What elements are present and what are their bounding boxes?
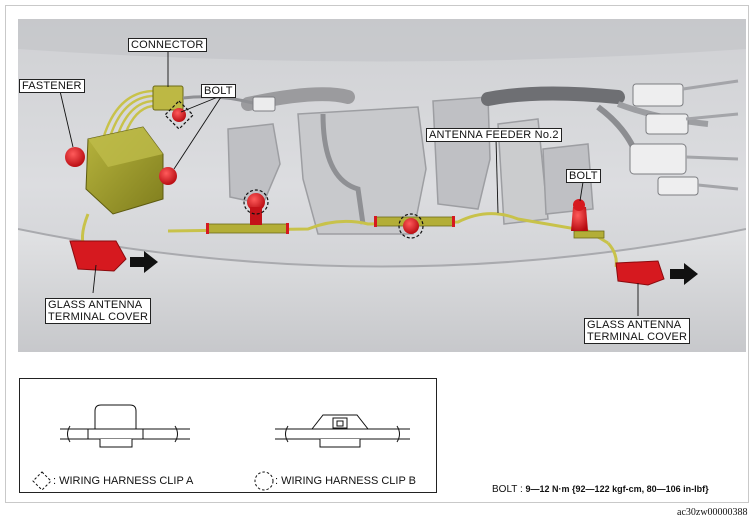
legend-box: : WIRING HARNESS CLIP A : WIRING HARNESS… — [19, 378, 437, 493]
torque-spec-prefix: BOLT : — [492, 484, 526, 495]
clip-a-symbol-icon — [32, 471, 52, 491]
panel-recess — [227, 96, 594, 235]
torque-spec-value: 9—12 N·m {92—122 kgf-cm, 80—106 in-lbf} — [525, 484, 709, 494]
label-glass-left-line2: TERMINAL COVER — [48, 311, 149, 323]
bolt-left — [159, 167, 177, 185]
connector — [152, 85, 184, 111]
fastener-bolt — [65, 147, 85, 167]
arrow-right-cover — [670, 263, 698, 285]
torque-spec: BOLT : 9—12 N·m {92—122 kgf-cm, 80—106 i… — [492, 484, 709, 495]
bolt-clip-a-connector — [172, 108, 186, 122]
label-connector: CONNECTOR — [128, 38, 207, 52]
glass-antenna-terminal-cover-right — [615, 260, 665, 286]
figure-frame — [5, 5, 749, 503]
clip-a-drawing — [60, 404, 190, 448]
glass-antenna-terminal-cover-left — [69, 240, 127, 272]
label-fastener: FASTENER — [19, 79, 85, 93]
label-glass-antenna-left: GLASS ANTENNA TERMINAL COVER — [45, 298, 152, 324]
clip-b-marker-2 — [398, 213, 424, 239]
clip-a-marker — [164, 100, 194, 130]
clip-b-upper — [247, 193, 265, 211]
clip-b-symbol-icon — [254, 471, 274, 491]
antenna-amplifier — [85, 126, 164, 215]
label-glass-antenna-right: GLASS ANTENNA TERMINAL COVER — [584, 318, 691, 344]
clip-b-lower — [403, 218, 419, 234]
antenna-feeder-cable — [167, 212, 609, 245]
leader-lines — [59, 49, 639, 316]
clip-b-drawing — [275, 414, 410, 448]
clip-b-marker-1 — [243, 189, 269, 215]
label-glass-right-line1: GLASS ANTENNA — [587, 319, 682, 331]
right-connector-block — [629, 83, 699, 196]
label-glass-right-line2: TERMINAL COVER — [587, 331, 688, 343]
legend-clip-b: : WIRING HARNESS CLIP B — [275, 475, 416, 487]
label-bolt-right: BOLT — [566, 169, 601, 183]
label-antenna-feeder: ANTENNA FEEDER No.2 — [426, 128, 562, 142]
label-glass-left-line1: GLASS ANTENNA — [48, 299, 143, 311]
bolt-right — [571, 207, 588, 231]
label-bolt-left: BOLT — [201, 84, 236, 98]
legend-clip-a: : WIRING HARNESS CLIP A — [53, 475, 194, 487]
arrow-left-cover — [130, 251, 158, 273]
image-code: ac30zw00000388 — [677, 507, 748, 518]
